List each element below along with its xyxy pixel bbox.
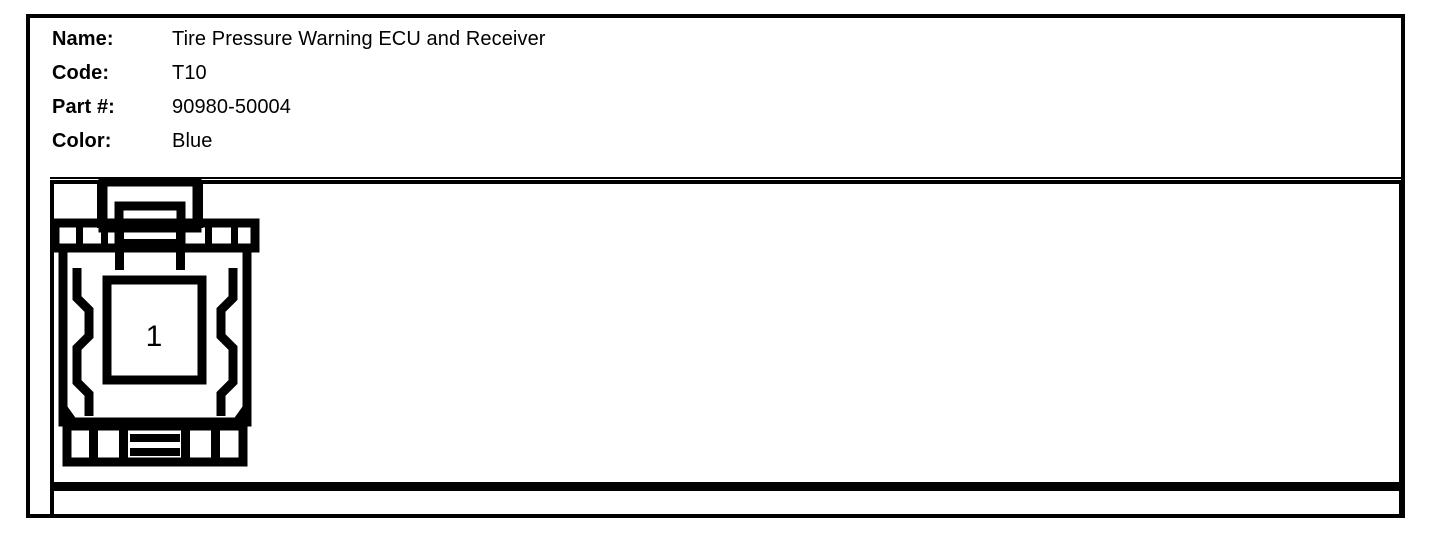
info-value-code: T10	[172, 62, 207, 84]
bottom-slot-divider-1	[89, 426, 98, 462]
connector-diagram: 1	[45, 176, 265, 481]
bottom-center-key-bottom	[130, 448, 180, 456]
info-value-part-number: 90980-50004	[172, 96, 291, 118]
bottom-slot-divider-2	[119, 426, 128, 462]
connector-diagram-svg: 1	[50, 177, 260, 467]
bottom-slot-divider-4	[211, 426, 220, 462]
connector-lower-skirt	[59, 405, 251, 467]
flange-notch-4	[231, 223, 238, 248]
diagram-panel	[50, 180, 1403, 486]
info-row-name: Name: Tire Pressure Warning ECU and Rece…	[52, 22, 1352, 56]
info-value-name: Tire Pressure Warning ECU and Receiver	[172, 28, 546, 50]
info-row-part-number: Part #: 90980-50004	[52, 90, 1352, 124]
info-label-name: Name:	[52, 28, 114, 50]
connector-cavity-1: 1	[102, 275, 207, 385]
flange-center-top	[124, 223, 176, 232]
info-value-color: Blue	[172, 130, 213, 152]
header-divider	[50, 177, 1403, 179]
bottom-slot-divider-3	[181, 426, 190, 462]
cavity-1-outline	[102, 275, 207, 385]
side-rail-left	[72, 268, 94, 416]
flange-notch-2	[101, 223, 108, 248]
connector-info-block: Name: Tire Pressure Warning ECU and Rece…	[52, 22, 1352, 158]
bottom-center-key-top	[130, 434, 180, 442]
bottom-strip-panel	[50, 486, 1403, 518]
flange-notch-3	[205, 223, 212, 248]
latch-shoulder-left	[97, 182, 106, 228]
info-label-code: Code:	[52, 62, 110, 84]
cavity-1-number: 1	[146, 320, 163, 353]
connector-side-rails	[72, 268, 238, 416]
info-label-color: Color:	[52, 130, 112, 152]
info-row-code: Code: T10	[52, 56, 1352, 90]
latch-shoulder-right	[194, 182, 203, 228]
info-row-color: Color: Blue	[52, 124, 1352, 158]
upper-flange-bar	[50, 218, 260, 253]
info-label-part-number: Part #:	[52, 96, 115, 118]
side-rail-right	[216, 268, 238, 416]
flange-notch-1	[76, 223, 83, 248]
